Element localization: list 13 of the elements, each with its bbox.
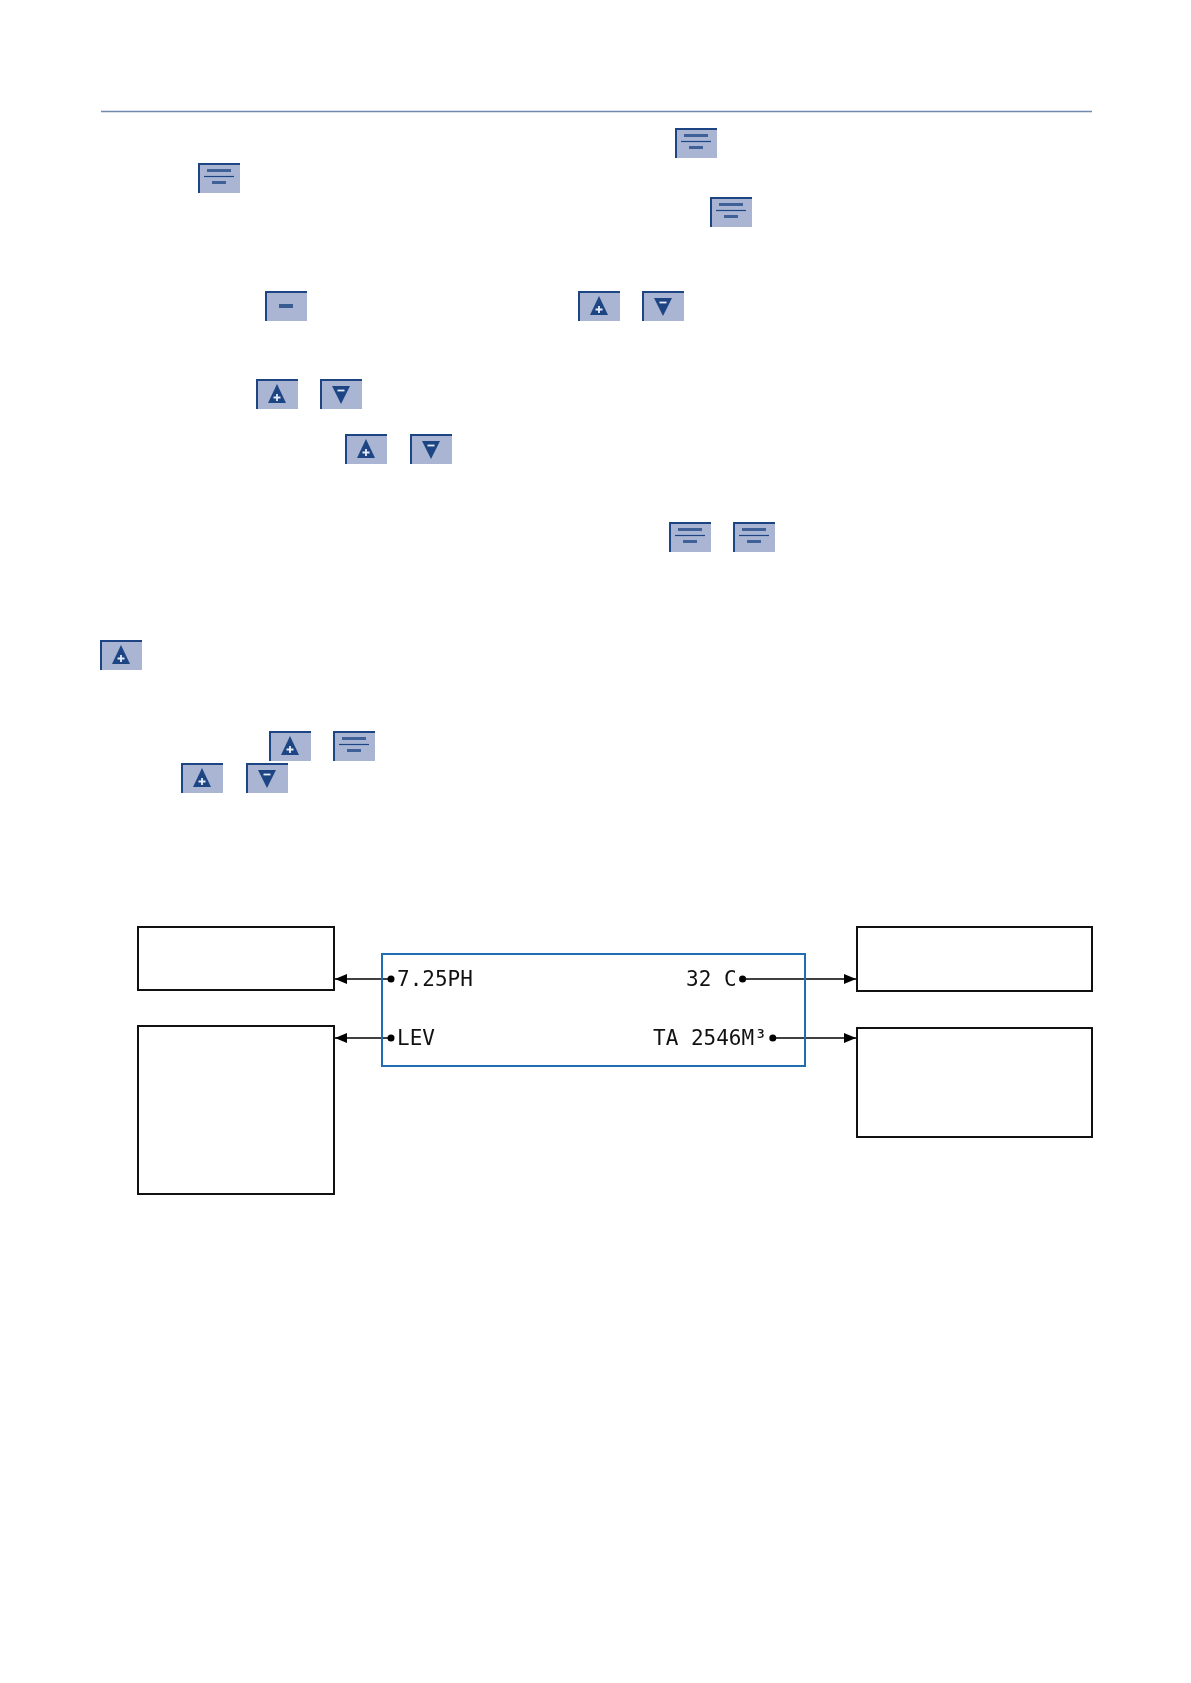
callout-box	[856, 926, 1093, 992]
display-reading: 7.25PH	[391, 968, 479, 990]
leader-arrow	[769, 1033, 857, 1043]
display-reading: TA 2546M³	[647, 1027, 773, 1049]
leader-arrow	[334, 974, 395, 984]
display-reading: 32 C	[680, 968, 743, 990]
callout-box	[856, 1027, 1093, 1138]
leader-arrow	[334, 1033, 395, 1043]
leader-arrow	[739, 974, 857, 984]
display-reading: LEV	[391, 1027, 441, 1049]
callout-box	[137, 1025, 335, 1195]
callout-box	[137, 926, 335, 991]
lcd-display-panel	[381, 953, 806, 1067]
